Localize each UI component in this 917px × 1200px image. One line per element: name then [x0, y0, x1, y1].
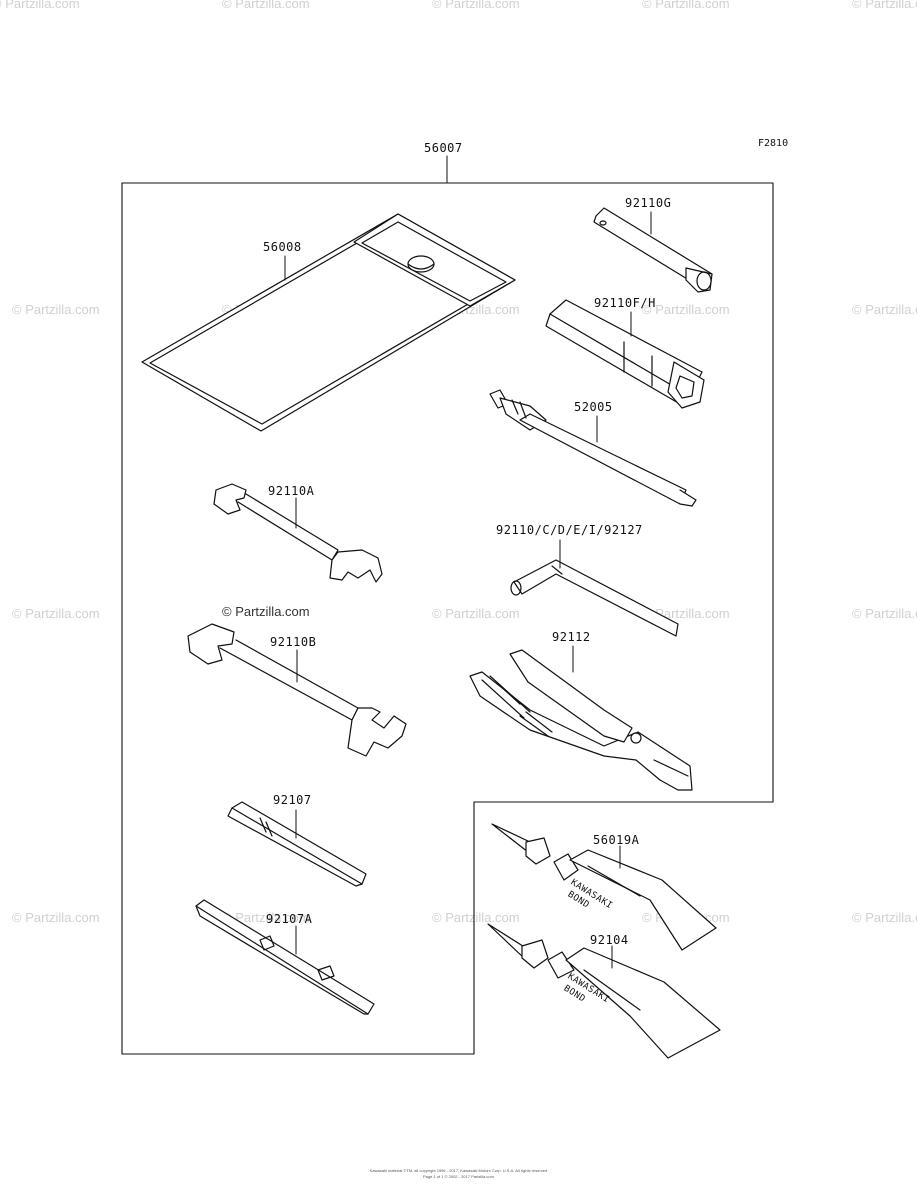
watermark: © Partzilla.com: [432, 0, 520, 11]
tool-case-icon: [141, 213, 516, 432]
watermark: © Partzilla.com: [12, 606, 100, 621]
part-label-bond-a[interactable]: 56019A: [593, 833, 640, 847]
screwdriver-a-icon: [195, 899, 375, 1015]
part-label-screwdriver-a[interactable]: 92107A: [266, 912, 313, 926]
bond-tube-icon: [487, 923, 721, 1059]
part-label-pliers[interactable]: 92112: [552, 630, 591, 644]
copyright-line: Kawasaki material ©TM, all copyright 199…: [369, 1168, 548, 1173]
part-label-wrench-a[interactable]: 92110A: [268, 484, 315, 498]
watermark: © Partzilla.com: [0, 0, 80, 11]
open-end-wrench-a-icon: [213, 483, 383, 583]
watermark: © Partzilla.com: [12, 910, 100, 925]
part-label-socket-g[interactable]: 92110G: [625, 196, 672, 210]
watermark: © Partzilla.com: [852, 606, 917, 621]
watermark: © Partzilla.com: [852, 0, 917, 11]
extension-handle-icon: [489, 389, 697, 507]
open-end-wrench-b-icon: [187, 623, 407, 757]
watermark: © Partzilla.com: [642, 302, 730, 317]
watermark-center: © Partzilla.com: [222, 604, 310, 619]
watermark: © Partzilla.com: [222, 0, 310, 11]
hex-key-set-icon: [510, 559, 679, 637]
part-label-wrench-b[interactable]: 92110B: [270, 635, 317, 649]
screwdriver-icon: [227, 801, 367, 887]
socket-wrench-fh-icon: [545, 299, 705, 409]
watermark: © Partzilla.com: [432, 606, 520, 621]
watermark: © Partzilla.com: [852, 910, 917, 925]
bond-tube-a-icon: [491, 823, 717, 951]
pliers-icon: [469, 649, 693, 791]
part-label-hex-keys[interactable]: 92110/C/D/E/I/92127: [496, 523, 643, 537]
watermark: © Partzilla.com: [432, 910, 520, 925]
part-label-screwdriver[interactable]: 92107: [273, 793, 312, 807]
part-label-kit[interactable]: 56007: [424, 141, 463, 155]
watermark: © Partzilla.com: [852, 302, 917, 317]
socket-wrench-g-icon: [593, 207, 713, 293]
part-label-socket-fh[interactable]: 92110F/H: [594, 296, 656, 310]
part-label-bond[interactable]: 92104: [590, 933, 629, 947]
part-label-case[interactable]: 56008: [263, 240, 302, 254]
copyright-line: Page 1 of 1 © 2002 - 2017 Partzilla.com: [423, 1174, 494, 1179]
watermark: © Partzilla.com: [222, 910, 310, 925]
watermark: © Partzilla.com: [642, 0, 730, 11]
kit-outline: [121, 182, 774, 1055]
figure-ref: F2810: [758, 138, 789, 149]
part-label-handle[interactable]: 52005: [574, 400, 613, 414]
watermark: © Partzilla.com: [12, 302, 100, 317]
